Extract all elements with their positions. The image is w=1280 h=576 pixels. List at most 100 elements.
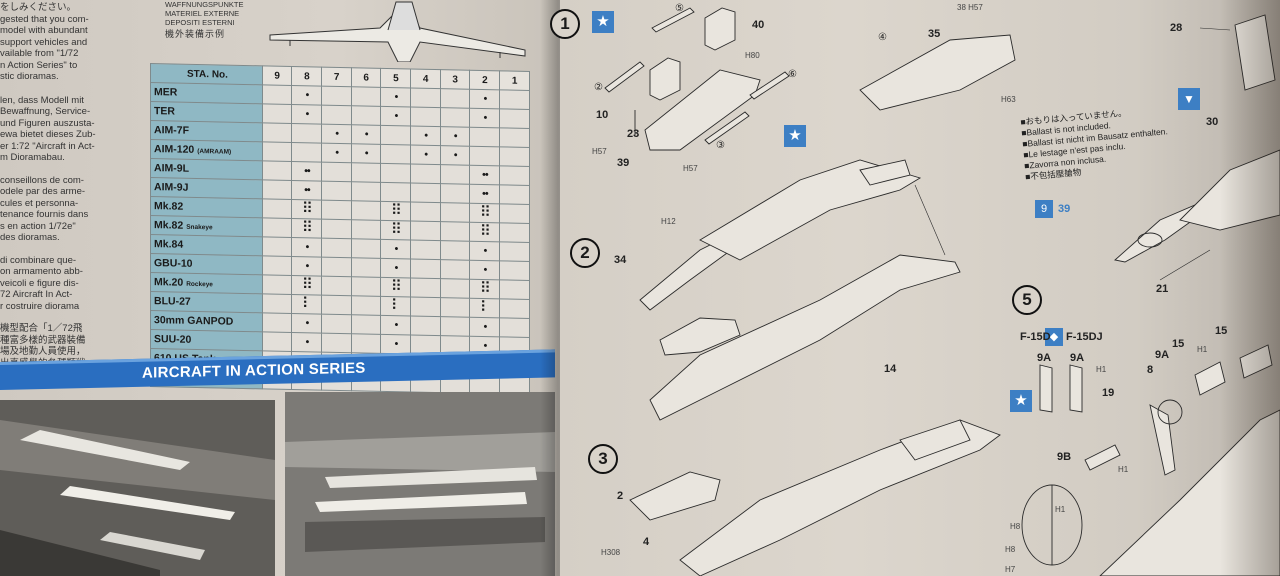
fuselage-nose-part	[1179, 149, 1280, 231]
part-label-9a: 9A	[1037, 352, 1052, 364]
paint-number-badge: 9	[1035, 200, 1053, 218]
step-1-number: 1	[550, 9, 580, 39]
part-label-35: 35	[928, 28, 941, 40]
h-label-h1d: H1	[1055, 505, 1066, 514]
blurb-line: 72 Aircraft In Act-	[0, 289, 73, 300]
blurb-line: model with abundant	[0, 25, 88, 36]
blurb-line: cules et personna-	[0, 197, 79, 209]
blurb-line: len, dass Modell mit	[0, 94, 84, 106]
part-label-19: 19	[1102, 387, 1115, 399]
stick-part	[651, 7, 695, 33]
aircraft-photo-right	[285, 392, 555, 576]
lower-fuselage-part	[649, 254, 961, 421]
part-label-34: 34	[614, 254, 627, 266]
seat-part-front	[649, 57, 681, 101]
blurb-line: stic dioramas.	[0, 71, 59, 82]
blurb-line: di combinare que-	[0, 254, 77, 266]
part-label-15b: 15	[1172, 338, 1185, 350]
blurb-line: n Action Series" to	[0, 59, 78, 71]
main-wheel-part	[1157, 399, 1183, 425]
ballast-notice: ■おもりは入っていません。■Ballast is not included.■B…	[1020, 104, 1171, 182]
sheet-header-line: MATERIEL EXTERNE	[165, 9, 240, 18]
h-label-h1c: H1	[1197, 345, 1208, 354]
part-label-30: 30	[1206, 116, 1219, 128]
right-fuselage-part	[1099, 409, 1280, 576]
side-console-part-right	[749, 71, 790, 100]
engine-nozzles	[859, 159, 911, 186]
gear-door-part-right	[1069, 364, 1083, 413]
h-label-h8a: H8	[1010, 522, 1021, 531]
h-label-h57b: H57	[683, 164, 698, 173]
step-3-number: 3	[588, 444, 618, 474]
callout-6: ⑥	[788, 69, 797, 80]
part-label-9b: 9B	[1057, 451, 1072, 463]
paint-marker-icon: ▼	[1178, 88, 1200, 110]
main-gear-strut	[1149, 404, 1176, 476]
h-label-h8b: H8	[1005, 545, 1016, 554]
seat-part-rear	[704, 7, 736, 51]
wing-pylon-photo-illustration	[285, 392, 555, 576]
callout-4: ④	[878, 32, 887, 43]
sheet-header-line: WAFFNUNGSPUNKTE	[165, 0, 244, 9]
gear-door-15b	[1239, 344, 1273, 379]
part-label-40: 40	[752, 19, 765, 31]
language-blurb: conseillons de com-odele par des arme-cu…	[0, 175, 122, 244]
blurb-line: des dioramas.	[0, 232, 60, 243]
gear-door-part-left	[1039, 364, 1053, 413]
h-label-h63: H63	[1001, 95, 1016, 104]
blurb-line: er 1:72 "Aircraft in Act-	[0, 140, 95, 152]
sheet-header-jp: 機外装備示例	[165, 29, 226, 39]
blurb-line: conseillons de com-	[0, 174, 84, 186]
step-5-number: 5	[1012, 285, 1042, 315]
blurb-line: m Dioramabau.	[0, 152, 65, 163]
h-label-h38: 38 H57	[957, 3, 983, 12]
callout-2: ②	[594, 82, 603, 93]
h-label-h308: H308	[601, 548, 621, 557]
star-decal-icon: ★	[592, 11, 614, 33]
nozzle-pair-part	[899, 419, 971, 461]
part-label-2: 2	[617, 490, 624, 502]
jet-topview-illustration	[269, 1, 526, 62]
blurb-line: 機型配合「1／72飛	[0, 323, 83, 334]
part-label-4: 4	[643, 536, 650, 548]
side-console-part-lower	[704, 111, 750, 145]
wing-root-part	[859, 34, 1016, 111]
page-edge-shadow	[1220, 0, 1280, 576]
blurb-line: r costruire diorama	[0, 300, 80, 312]
blurb-line: 場及地勤人員使用，	[0, 346, 86, 357]
h-label-h57a: H57	[592, 147, 607, 156]
blurb-line: on armamento abb-	[0, 266, 83, 277]
gear-door-9b	[1084, 444, 1121, 471]
blurb-line: support vehicles and	[0, 36, 88, 48]
h-label-h12: H12	[661, 217, 676, 226]
part-label-9a-2: 9A	[1070, 352, 1085, 364]
variant-label-f15dj: F-15DJ	[1066, 331, 1103, 343]
instrument-panel-part	[604, 61, 645, 93]
part-label-28: 28	[1170, 22, 1183, 34]
part-label-39b: 39	[1058, 203, 1071, 215]
callout-5: ⑤	[675, 3, 684, 14]
part-label-21: 21	[1156, 283, 1169, 295]
blurb-line: 種富多樣的武器裝備	[0, 334, 86, 346]
vertical-tail-part	[1234, 14, 1276, 91]
part-label-10: 10	[596, 109, 609, 121]
blurb-line: ewa bietet dieses Zub-	[0, 129, 96, 140]
variant-divider-icon: ◆	[1045, 328, 1063, 346]
part-label-8: 8	[1147, 364, 1154, 376]
blurb-line: veicoli e figure dis-	[0, 277, 79, 289]
h-label-h1b: H1	[1118, 465, 1129, 474]
aircraft-photo-left	[0, 400, 275, 576]
blurb-line: Bewaffnung, Service-	[0, 106, 91, 117]
callout-3: ③	[716, 140, 725, 151]
blurb-line: s en action 1/72e"	[0, 220, 76, 232]
language-blurb: をしみください。gested that you com-model with a…	[0, 2, 122, 83]
star-decal-icon: ★	[784, 125, 806, 147]
canopy-frame-part	[1137, 232, 1163, 248]
part-label-23: 23	[627, 128, 640, 140]
air-intake-part	[629, 471, 721, 521]
left-page: をしみください。gested that you com-model with a…	[0, 0, 560, 576]
